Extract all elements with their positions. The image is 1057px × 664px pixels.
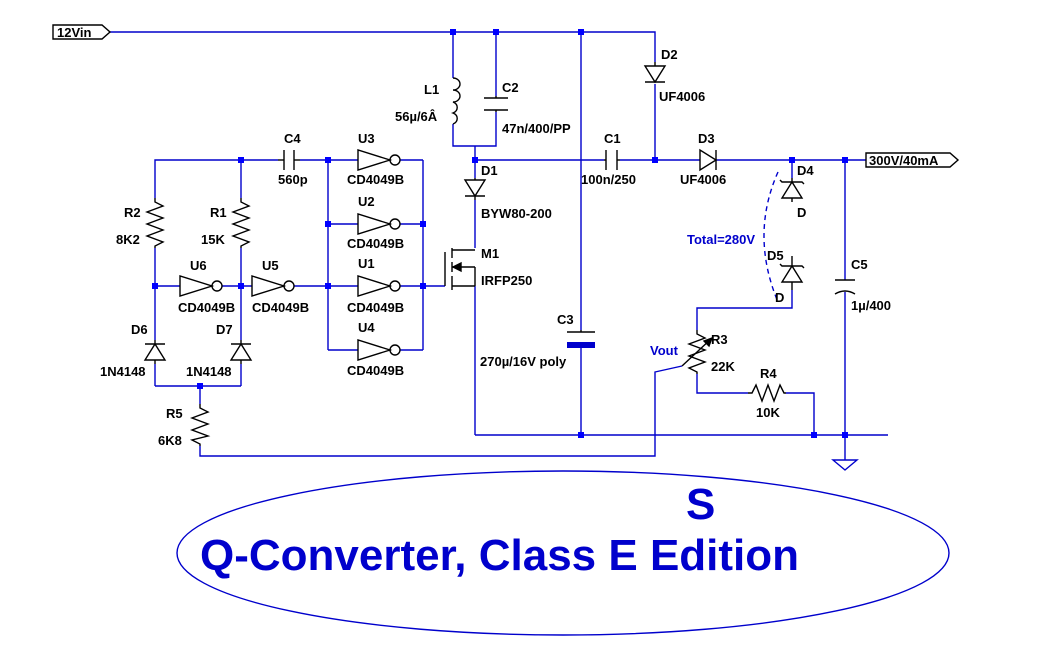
diode-d7	[229, 340, 253, 364]
net-label-output: 300V/40mA	[865, 152, 960, 168]
inverter-u2	[357, 213, 401, 235]
capacitor-c3	[567, 330, 595, 348]
label-d5-ref: D5	[767, 248, 784, 263]
resistor-r2	[145, 198, 165, 248]
label-c2-ref: C2	[502, 80, 519, 95]
label-d7-value: 1N4148	[186, 364, 232, 379]
label-m1-value: IRFP250	[481, 273, 532, 288]
label-r3-value: 22K	[711, 359, 735, 374]
label-d4-ref: D4	[797, 163, 814, 178]
diode-d6	[143, 340, 167, 364]
diode-d3	[699, 148, 718, 172]
label-u6-ref: U6	[190, 258, 207, 273]
label-m1-ref: M1	[481, 246, 499, 261]
label-d3-value: UF4006	[680, 172, 726, 187]
label-c4-value: 560p	[278, 172, 308, 187]
net-label-input-text: 12Vin	[57, 25, 92, 40]
label-u4-ref: U4	[358, 320, 375, 335]
label-d6-ref: D6	[131, 322, 148, 337]
label-u4-value: CD4049B	[347, 363, 404, 378]
label-u1-value: CD4049B	[347, 300, 404, 315]
label-d2-ref: D2	[661, 47, 678, 62]
label-c4-ref: C4	[284, 131, 301, 146]
inverter-u3	[357, 149, 401, 171]
title-superscript: S	[686, 480, 715, 529]
label-r1-value: 15K	[201, 232, 225, 247]
label-r4-value: 10K	[756, 405, 780, 420]
title-main: Q-Converter, Class E Edition	[200, 531, 799, 580]
inverter-u5	[251, 275, 295, 297]
diode-d1	[463, 178, 487, 200]
inverter-u6	[179, 275, 223, 297]
capacitor-c2	[484, 96, 508, 112]
label-l1-value: 56µ/6Â	[395, 109, 438, 124]
capacitor-c5	[834, 279, 856, 295]
label-u2-value: CD4049B	[347, 236, 404, 251]
label-d3-ref: D3	[698, 131, 715, 146]
mosfet-m1	[444, 248, 476, 290]
label-u3-value: CD4049B	[347, 172, 404, 187]
capacitor-c1	[604, 150, 620, 170]
label-r4-ref: R4	[760, 366, 777, 381]
label-u3-ref: U3	[358, 131, 375, 146]
label-d7-ref: D7	[216, 322, 233, 337]
resistor-r4	[748, 383, 786, 403]
diode-d2	[643, 62, 667, 84]
label-c5-value: 1µ/400	[851, 298, 891, 313]
capacitor-c4	[278, 150, 300, 170]
inductor-l1	[451, 77, 461, 125]
label-d4-value: D	[797, 205, 806, 220]
title-ellipse	[176, 470, 950, 636]
label-r2-ref: R2	[124, 205, 141, 220]
label-r5-ref: R5	[166, 406, 183, 421]
label-c3-ref: C3	[557, 312, 574, 327]
label-l1-ref: L1	[424, 82, 439, 97]
resistor-r1	[231, 198, 251, 248]
label-c1-value: 100n/250	[581, 172, 636, 187]
label-r1-ref: R1	[210, 205, 227, 220]
inverter-u4	[357, 339, 401, 361]
potentiometer-r3	[681, 330, 714, 374]
label-d1-value: BYW80-200	[481, 206, 552, 221]
label-r2-value: 8K2	[116, 232, 140, 247]
label-d6-value: 1N4148	[100, 364, 146, 379]
label-d5-value: D	[775, 290, 784, 305]
junction-dots	[152, 29, 848, 438]
inverter-u1	[357, 275, 401, 297]
zener-diode-d5	[779, 256, 805, 290]
label-c5-ref: C5	[851, 257, 868, 272]
annotation-total: Total=280V	[687, 232, 755, 247]
label-u2-ref: U2	[358, 194, 375, 209]
label-c2-value: 47n/400/PP	[502, 121, 571, 136]
label-u5-value: CD4049B	[252, 300, 309, 315]
label-r5-value: 6K8	[158, 433, 182, 448]
label-u1-ref: U1	[358, 256, 375, 271]
label-c3-value: 270µ/16V poly	[480, 354, 567, 369]
ground-icon	[831, 459, 859, 471]
wires	[110, 31, 888, 460]
label-r3-ref: R3	[711, 332, 728, 347]
annotation-vout: Vout	[650, 343, 679, 358]
label-u5-ref: U5	[262, 258, 279, 273]
component-labels: L1 56µ/6Â C2 47n/400/PP D2 UF4006 C4 560…	[100, 47, 891, 448]
label-u6-value: CD4049B	[178, 300, 235, 315]
net-label-output-text: 300V/40mA	[869, 153, 939, 168]
resistor-r5	[189, 404, 211, 446]
dashed-total-arc	[763, 171, 779, 303]
net-label-input: 12Vin	[52, 24, 112, 40]
zener-diode-d4	[779, 178, 805, 202]
label-c1-ref: C1	[604, 131, 621, 146]
label-d2-value: UF4006	[659, 89, 705, 104]
label-d1-ref: D1	[481, 163, 498, 178]
